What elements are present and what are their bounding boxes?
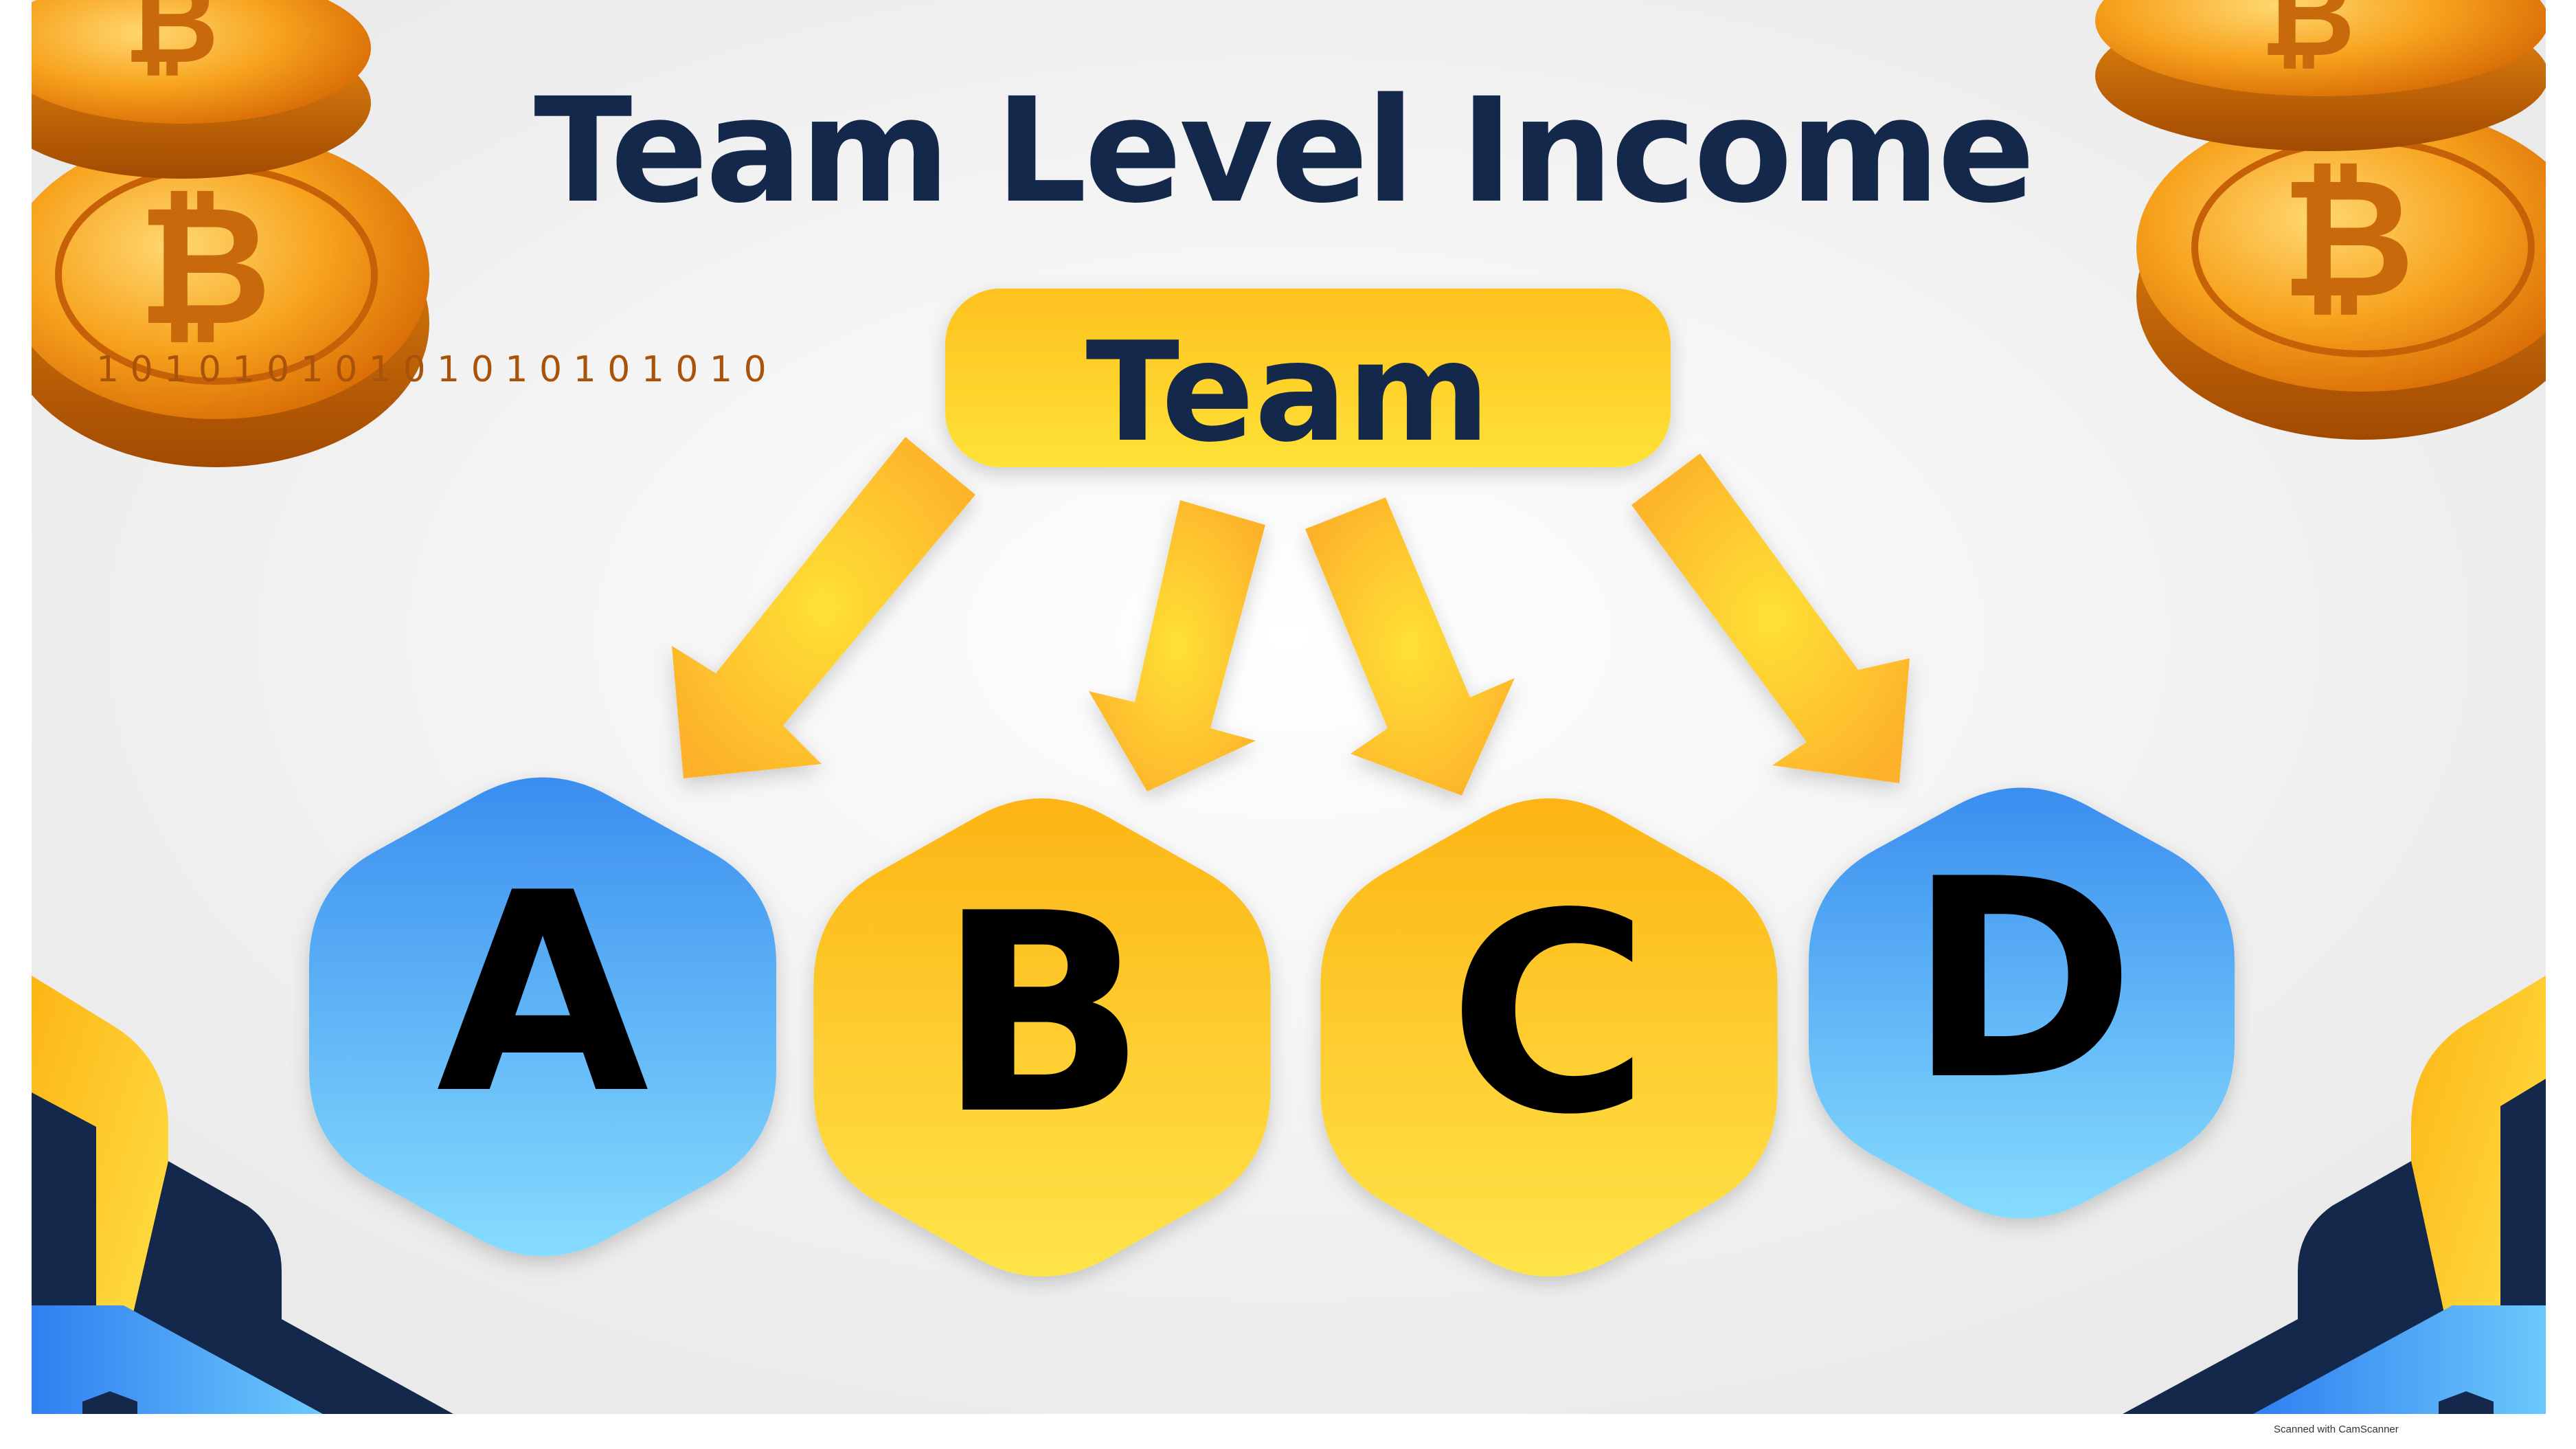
edges — [672, 437, 1910, 796]
coin-ring-text: 1 0 1 0 1 0 1 0 1 0 1 0 1 0 1 0 1 0 1 0 — [96, 349, 767, 390]
node-hexagon — [1320, 798, 1778, 1277]
node-label: D — [1908, 821, 2136, 1141]
coin-icon: 1 0 1 0 1 0 1 0 1 0 1 0 1 0 1 0 1 0 1 0 … — [32, 131, 767, 467]
root-node-box — [945, 289, 1671, 467]
diagram-title: Team Level Income — [534, 67, 2033, 235]
node-label: A — [436, 835, 651, 1154]
edge-team-to-b — [1089, 500, 1265, 791]
node-hexagon — [1809, 787, 2235, 1219]
root-node-label: Team — [1086, 313, 1491, 473]
node-hexagon — [813, 798, 1271, 1277]
corner-decoration-bottom-right — [2123, 976, 2546, 1414]
coin-icon: ₿ — [32, 0, 371, 179]
edge-team-to-c — [1305, 497, 1515, 796]
corner-decoration-bottom-left — [32, 976, 453, 1414]
scanner-watermark: Scanned with CamScanner — [2274, 1424, 2399, 1435]
coin-stack-top-left: 1 0 1 0 1 0 1 0 1 0 1 0 1 0 1 0 1 0 1 0 … — [32, 0, 767, 467]
coin-icon: ₿ — [2136, 103, 2546, 440]
node-a: A — [309, 777, 776, 1257]
coin-stack-top-right: ₿ ₿ — [2095, 0, 2546, 440]
node-label: B — [938, 855, 1147, 1175]
edge-team-to-d — [1631, 453, 1910, 783]
bitcoin-icon: ₿ — [124, 0, 219, 90]
node-d: D — [1809, 787, 2235, 1219]
node-c: C — [1320, 798, 1778, 1277]
node-b: B — [813, 798, 1271, 1277]
bitcoin-icon: ₿ — [2260, 0, 2355, 83]
coin-icon: ₿ — [2095, 0, 2546, 151]
edge-team-to-a — [672, 437, 975, 778]
bitcoin-icon: ₿ — [137, 170, 272, 362]
root-node: Team — [945, 289, 1671, 473]
node-label: C — [1448, 855, 1650, 1175]
node-hexagon — [309, 777, 776, 1257]
slide: 1 0 1 0 1 0 1 0 1 0 1 0 1 0 1 0 1 0 1 0 … — [32, 0, 2546, 1414]
bitcoin-icon: ₿ — [2281, 142, 2415, 335]
